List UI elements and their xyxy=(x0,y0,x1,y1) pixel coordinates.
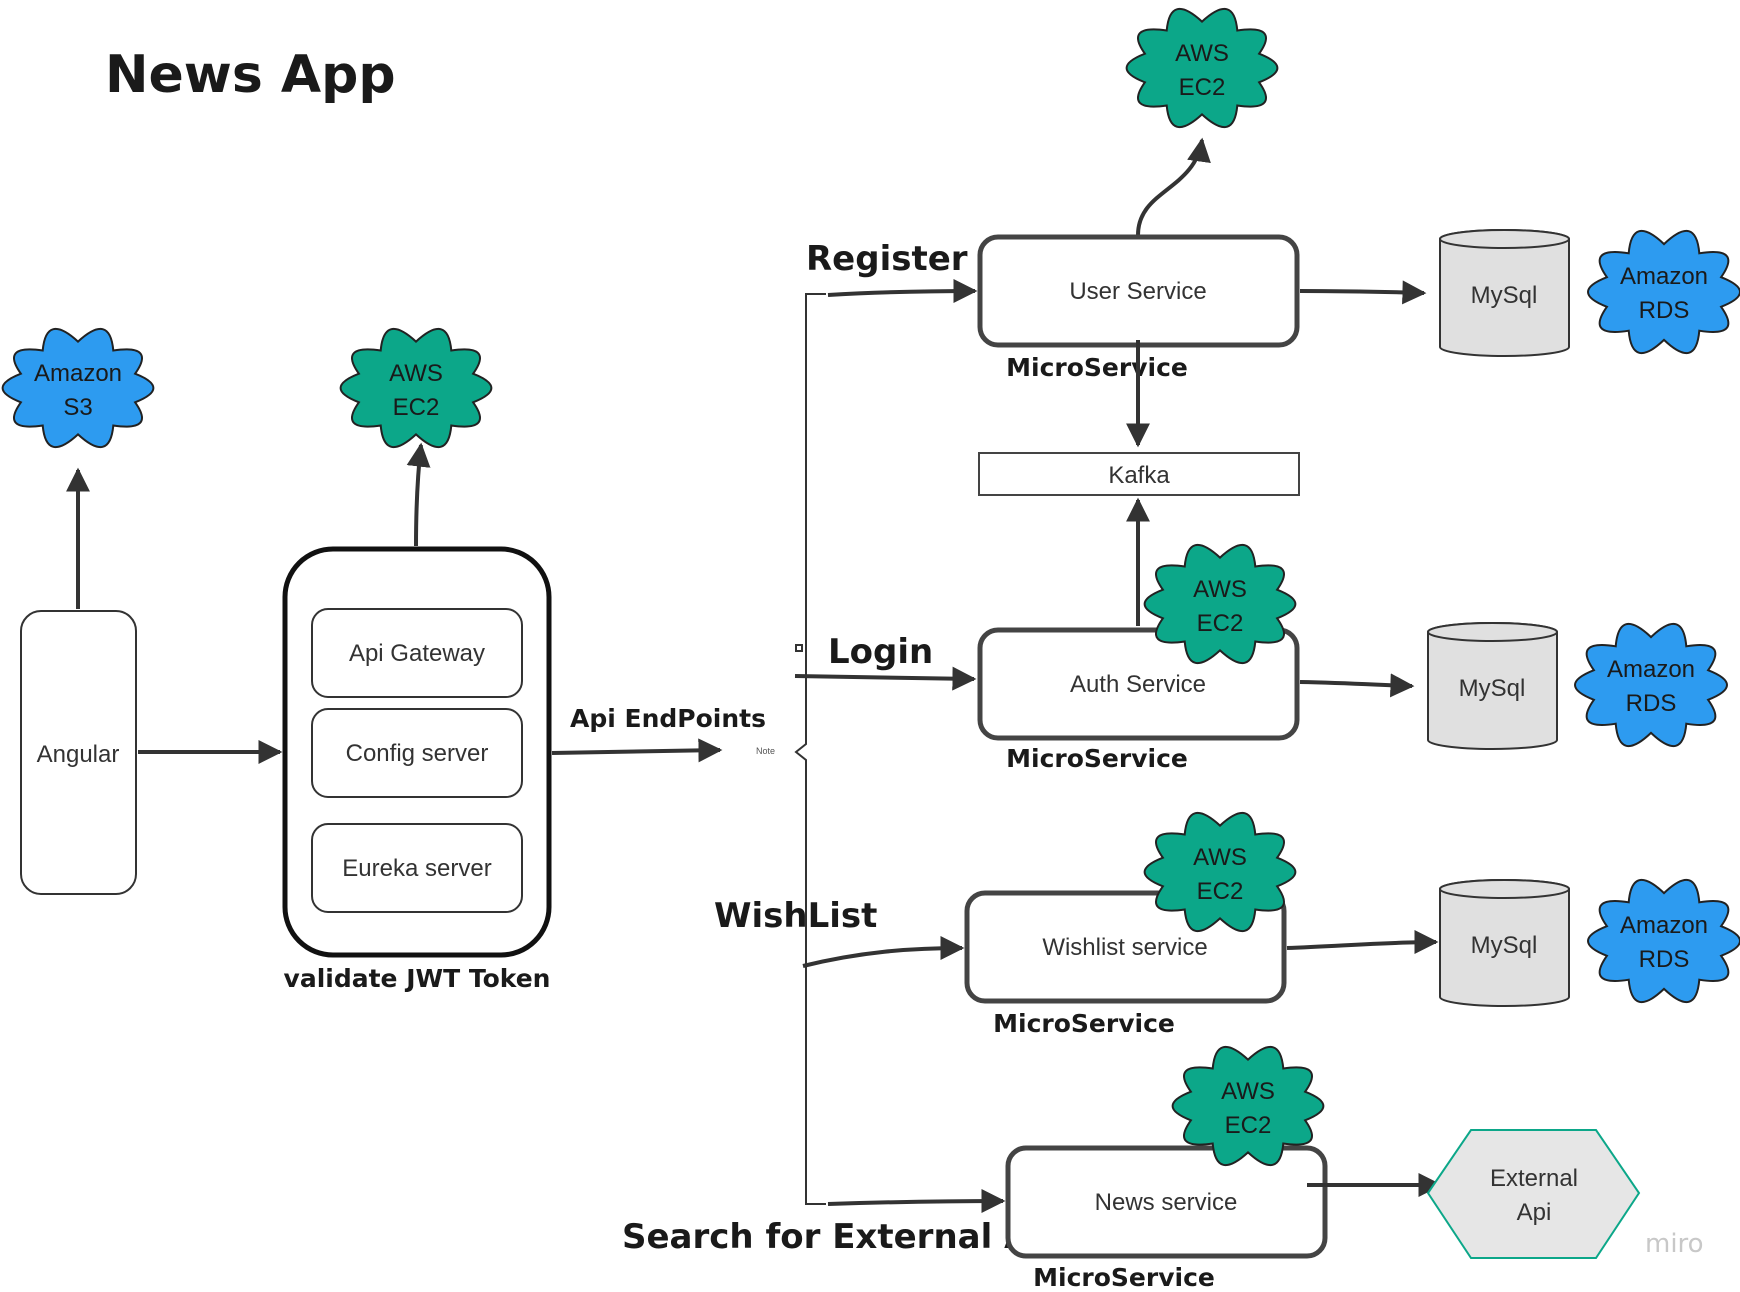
endpoints-label: Api EndPoints xyxy=(570,704,766,733)
api-gateway-label: Api Gateway xyxy=(349,640,485,667)
arrow-register-route xyxy=(827,279,978,304)
cloud-label-line2: RDS xyxy=(1626,690,1677,717)
auth-service-box[interactable]: Auth Service xyxy=(977,627,1300,741)
eureka-server-box[interactable]: Eureka server xyxy=(311,823,523,913)
miro-watermark: miro xyxy=(1645,1229,1704,1259)
cloud-label-line2: EC2 xyxy=(1197,878,1244,905)
external-api-node[interactable]: External Api xyxy=(1426,1129,1641,1259)
note-label: Note xyxy=(756,746,775,756)
auth-service-label: Auth Service xyxy=(1070,671,1206,698)
cloud-shape xyxy=(1143,811,1297,933)
mysql-db-1: MySql xyxy=(1439,229,1570,357)
arrow-gateway-to-endpoints xyxy=(551,738,723,763)
arrow-login-route xyxy=(794,666,977,691)
cloud-label-line1: Amazon xyxy=(34,360,122,387)
user-service-box[interactable]: User Service xyxy=(977,234,1300,348)
mysql-db-2: MySql xyxy=(1427,622,1558,750)
cloud-label-line2: RDS xyxy=(1639,946,1690,973)
arrow-auth-service-to-mysql xyxy=(1299,673,1415,698)
mysql-db-3: MySql xyxy=(1439,879,1570,1007)
amazon-rds-cloud-3: Amazon RDS xyxy=(1587,878,1740,1004)
cloud-label-line1: AWS xyxy=(389,360,443,387)
wishlist-service-label: Wishlist service xyxy=(1042,934,1207,961)
arrow-gateway-to-ec2 xyxy=(406,442,431,547)
angular-label: Angular xyxy=(37,741,120,768)
small-square-marker xyxy=(795,644,803,652)
auth-aws-ec2-cloud: AWS EC2 xyxy=(1143,543,1297,665)
cloud-shape xyxy=(1587,878,1740,1004)
kafka-label: Kafka xyxy=(1108,462,1170,489)
external-api-label-line2: Api xyxy=(1517,1199,1552,1226)
cloud-label-line2: EC2 xyxy=(1225,1112,1272,1139)
news-service-label: News service xyxy=(1095,1189,1238,1216)
gateway-caption: validate JWT Token xyxy=(284,964,551,993)
route-register-label: Register xyxy=(806,239,968,279)
database-top xyxy=(1439,229,1570,249)
cloud-shape xyxy=(1171,1045,1325,1167)
news-aws-ec2-cloud: AWS EC2 xyxy=(1171,1045,1325,1167)
arrow-search-route xyxy=(827,1189,1006,1214)
cloud-shape xyxy=(1,327,155,449)
user-service-label: User Service xyxy=(1069,278,1206,305)
cloud-label-line2: EC2 xyxy=(393,394,440,421)
external-api-label-line1: External xyxy=(1490,1165,1578,1192)
mysql-label: MySql xyxy=(1459,675,1526,702)
cloud-shape xyxy=(339,327,493,449)
mysql-label: MySql xyxy=(1471,282,1538,309)
route-search-label: Search for External APi xyxy=(622,1217,1067,1257)
top-aws-ec2-cloud: AWS EC2 xyxy=(1125,7,1279,129)
config-server-label: Config server xyxy=(346,740,489,767)
cloud-label-line1: AWS xyxy=(1221,1078,1275,1105)
user-service-caption: MicroService xyxy=(1006,353,1188,382)
mysql-label: MySql xyxy=(1471,932,1538,959)
gateway-aws-ec2-cloud: AWS EC2 xyxy=(339,327,493,449)
kafka-box[interactable]: Kafka xyxy=(978,452,1300,496)
curly-brace xyxy=(794,293,826,1205)
amazon-rds-cloud-2: Amazon RDS xyxy=(1574,622,1728,748)
arrow-user-service-to-ec2 xyxy=(1136,137,1211,236)
angular-node[interactable]: Angular xyxy=(20,610,137,895)
auth-service-caption: MicroService xyxy=(1006,744,1188,773)
arrow-user-service-to-mysql xyxy=(1299,280,1427,305)
cloud-label-line2: S3 xyxy=(63,394,92,421)
cloud-shape xyxy=(1125,7,1279,129)
cloud-label-line1: AWS xyxy=(1193,844,1247,871)
cloud-shape xyxy=(1574,622,1728,748)
amazon-s3-cloud: Amazon S3 xyxy=(1,327,155,449)
news-service-box[interactable]: News service xyxy=(1005,1145,1328,1259)
api-gateway-box[interactable]: Api Gateway xyxy=(311,608,523,698)
config-server-box[interactable]: Config server xyxy=(311,708,523,798)
cloud-label-line1: AWS xyxy=(1175,40,1229,67)
database-top xyxy=(1439,879,1570,899)
eureka-server-label: Eureka server xyxy=(342,855,491,882)
route-wishlist-label: WishList xyxy=(714,896,877,936)
cloud-label-line2: EC2 xyxy=(1197,610,1244,637)
arrow-wishlist-service-to-mysql xyxy=(1286,930,1439,955)
cloud-label-line1: Amazon xyxy=(1620,912,1708,939)
cloud-label-line1: Amazon xyxy=(1620,263,1708,290)
cloud-label-line1: Amazon xyxy=(1607,656,1695,683)
wishlist-aws-ec2-cloud: AWS EC2 xyxy=(1143,811,1297,933)
news-service-caption: MicroService xyxy=(1033,1263,1215,1292)
amazon-rds-cloud-1: Amazon RDS xyxy=(1587,229,1740,355)
route-login-label: Login xyxy=(828,632,933,672)
cloud-label-line1: AWS xyxy=(1193,576,1247,603)
cloud-label-line2: EC2 xyxy=(1179,74,1226,101)
cloud-label-line2: RDS xyxy=(1639,297,1690,324)
page-title: News App xyxy=(105,45,396,105)
arrow-wishlist-route xyxy=(802,936,965,968)
database-top xyxy=(1427,622,1558,642)
cloud-shape xyxy=(1143,543,1297,665)
cloud-shape xyxy=(1587,229,1740,355)
wishlist-service-caption: MicroService xyxy=(993,1009,1175,1038)
